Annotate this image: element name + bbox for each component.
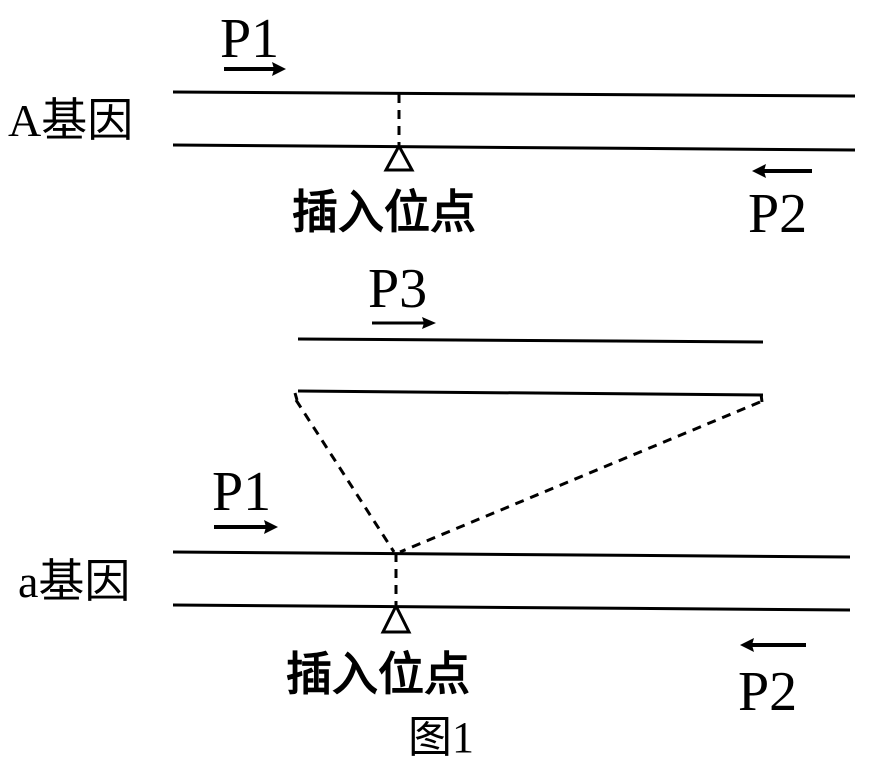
gene-A-insertion-triangle-icon <box>383 142 415 172</box>
insert-left-end-mark <box>293 392 299 401</box>
insert-group: P3 <box>293 258 764 554</box>
insert-primer-p3-label: P3 <box>368 258 427 320</box>
insert-upper-strand <box>297 337 764 344</box>
gene-a-insertion-triangle-icon <box>380 602 412 634</box>
gene-a-primer-p1-label: P1 <box>212 461 271 523</box>
gene-A-p1-arrow-icon <box>224 62 286 76</box>
gene-a-group: P1 a基因 插入位点 P2 <box>18 461 851 723</box>
gene-A-p2-arrow-icon <box>752 164 812 178</box>
gene-A-lower-strand <box>172 143 856 152</box>
insert-left-dashed-connector <box>294 399 396 553</box>
insert-right-dashed-connector <box>399 400 761 554</box>
gene-a-p1-arrow-icon <box>214 520 278 534</box>
gene-A-insertion-site-label: 插入位点 <box>292 185 476 239</box>
gene-a-insertion-site-label: 插入位点 <box>286 647 470 701</box>
gene-a-p2-arrow-icon <box>740 638 806 652</box>
gene-A-upper-strand <box>172 90 856 98</box>
insert-right-end-mark <box>759 393 764 403</box>
gene-A-group: P1 A基因 插入位点 P2 <box>8 8 856 245</box>
insert-p3-arrow-icon <box>372 317 436 329</box>
gene-a-primer-p2-label: P2 <box>738 661 797 723</box>
figure-caption: 图1 <box>408 713 474 762</box>
gene-a-upper-strand <box>172 550 851 559</box>
gene-a-label: a基因 <box>18 556 130 607</box>
insert-lower-strand <box>297 389 764 397</box>
gene-a-lower-strand <box>172 603 851 612</box>
gene-A-label: A基因 <box>8 95 133 146</box>
gene-A-primer-p2-label: P2 <box>748 183 807 245</box>
gene-A-primer-p1-label: P1 <box>220 8 279 70</box>
